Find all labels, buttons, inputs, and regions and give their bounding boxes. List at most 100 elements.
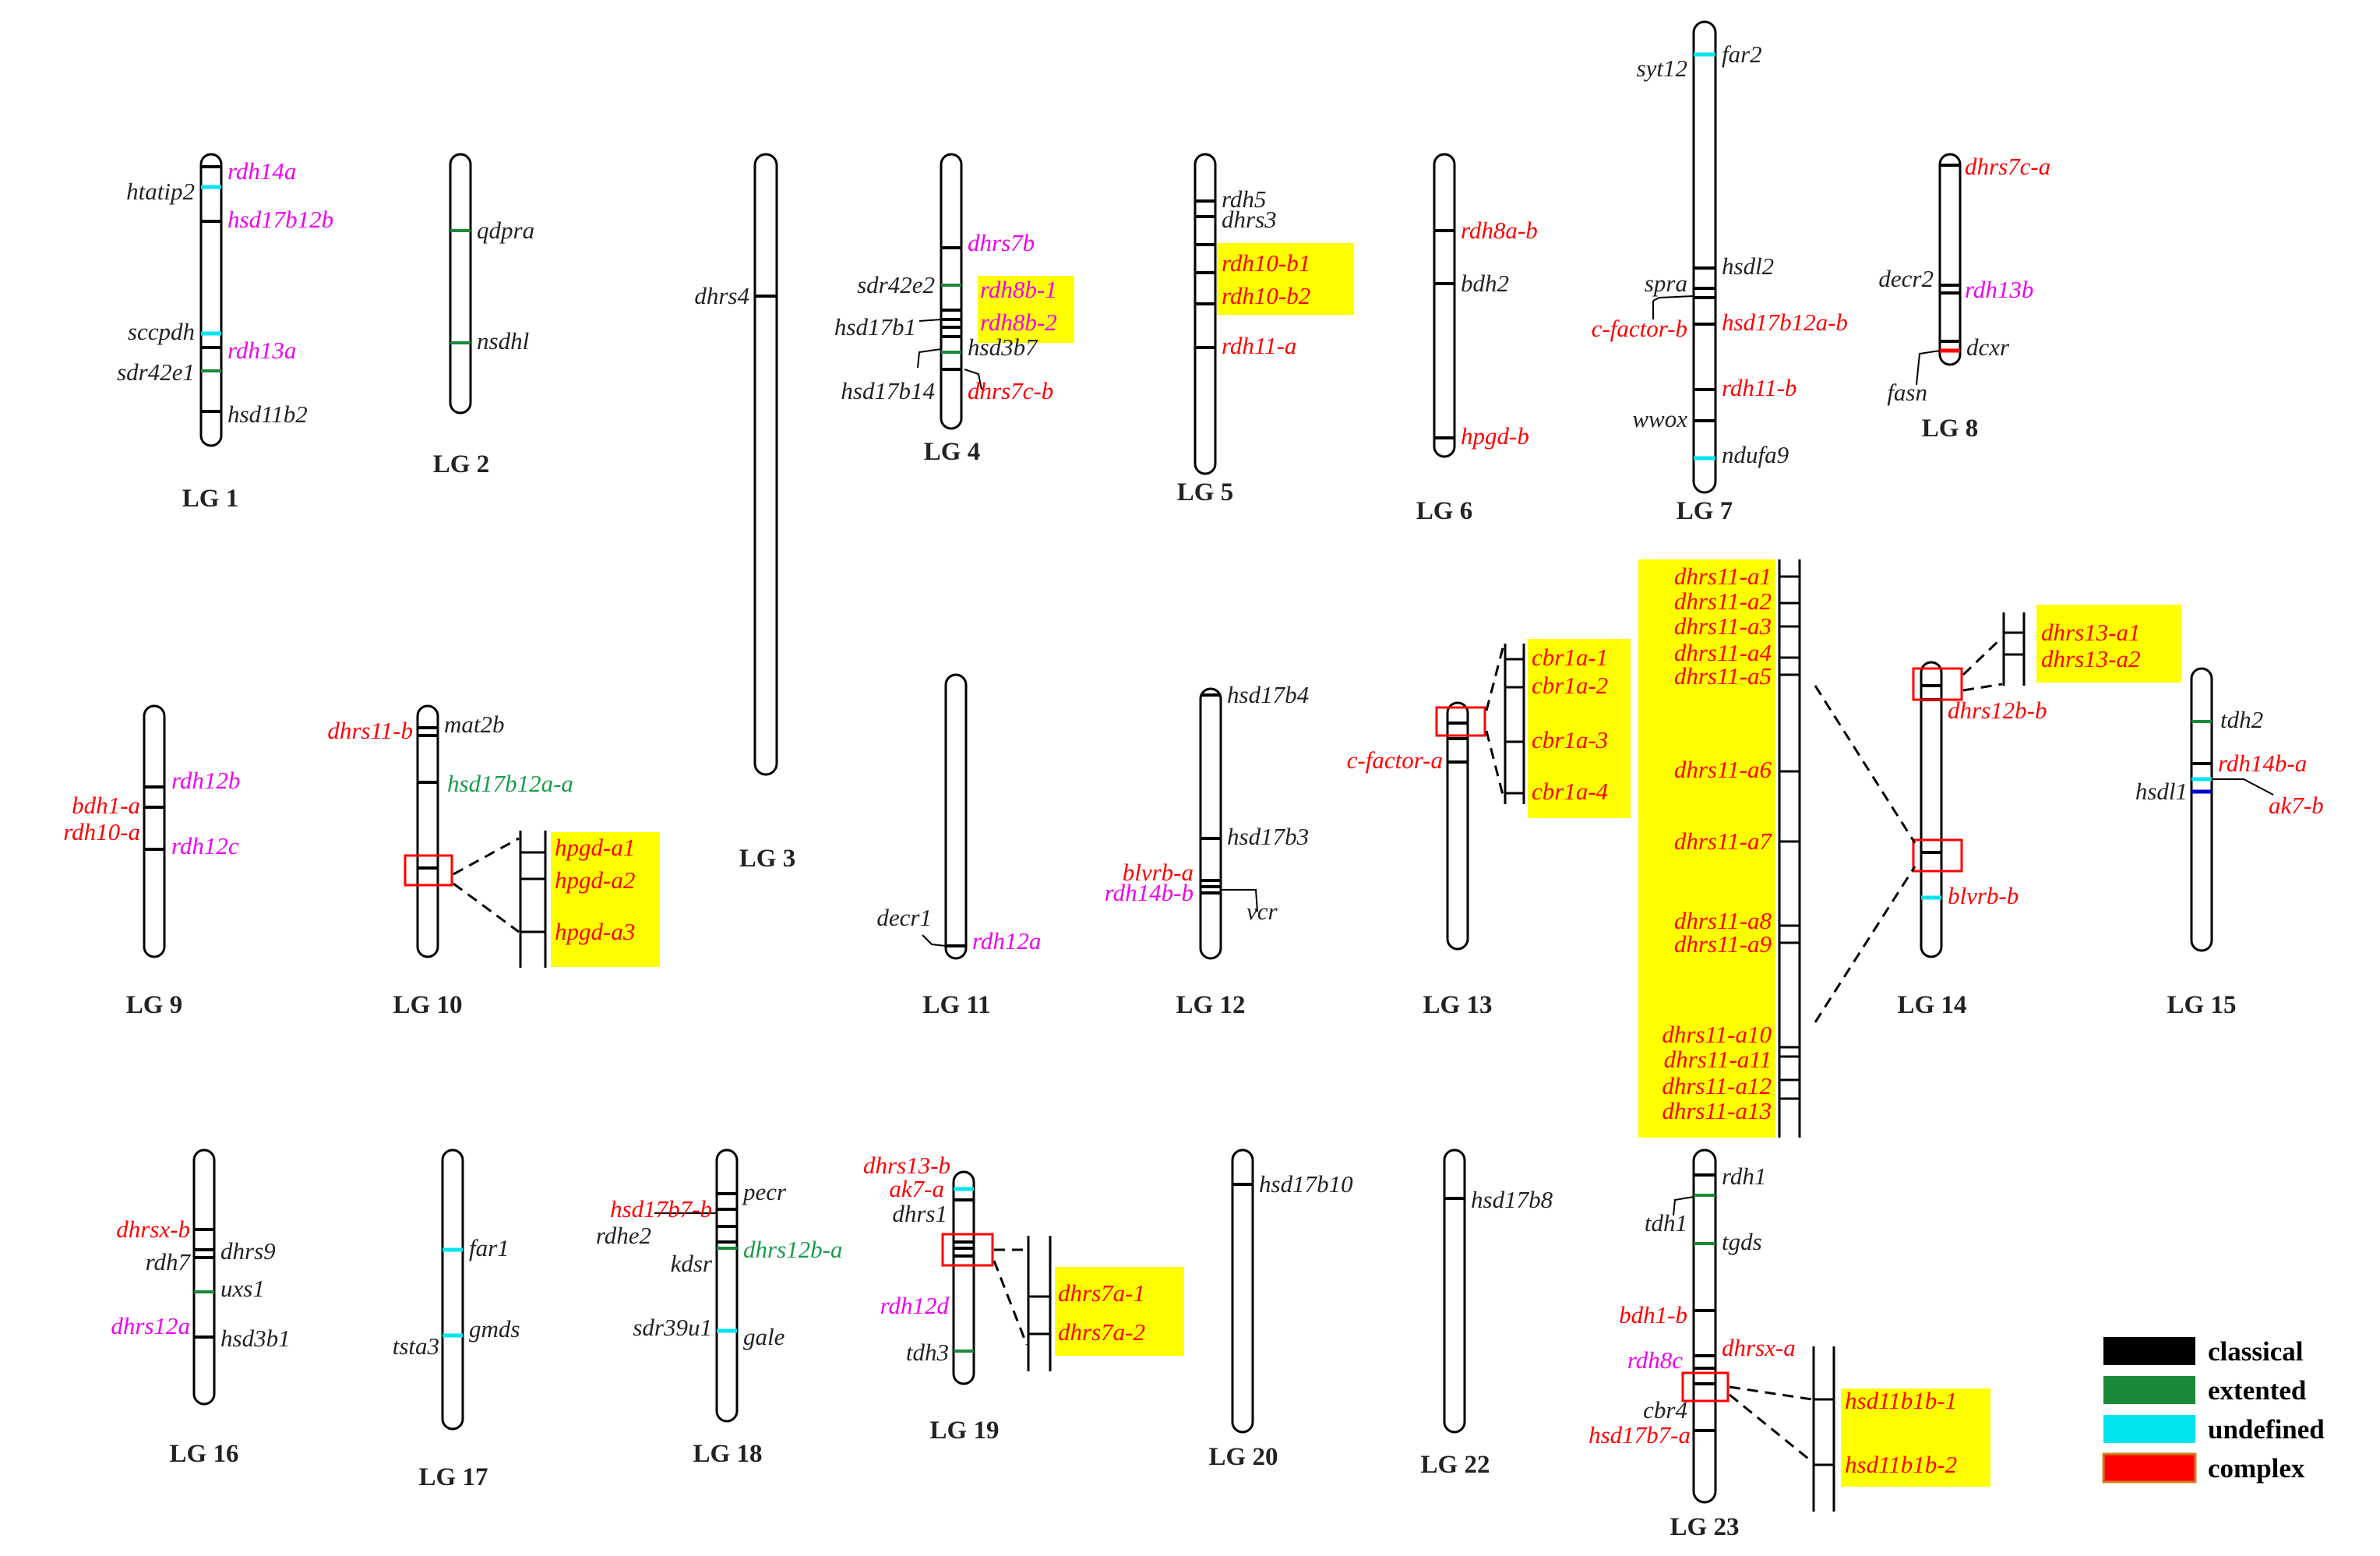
lg-label: LG 23 xyxy=(1670,1513,1740,1541)
gene-label: hsd17b12a-b xyxy=(1722,309,1848,336)
gene-label: rdh14b-a xyxy=(2218,750,2307,777)
lg-label: LG 18 xyxy=(693,1440,763,1468)
gene-label: hpgd-a3 xyxy=(555,918,635,945)
gene-label: tgds xyxy=(1722,1228,1762,1255)
lg-label: LG 10 xyxy=(393,991,463,1019)
gene-label: rdh11-a xyxy=(1222,332,1296,359)
lg-label: LG 16 xyxy=(170,1440,239,1468)
lg-label: LG 22 xyxy=(1421,1451,1490,1479)
gene-label: far1 xyxy=(469,1234,509,1261)
chromosome-lg14 xyxy=(1920,661,1943,958)
gene-label: ndufa9 xyxy=(1722,441,1789,468)
legend-label-undefined: undefined xyxy=(2208,1414,2325,1445)
highlight-lg5-rdh10 xyxy=(1217,243,1354,315)
expansion-ladders xyxy=(519,559,2026,1512)
gene-label: gale xyxy=(743,1323,785,1350)
gene-label: rdh12a xyxy=(972,927,1041,954)
legend-swatch-complex xyxy=(2102,1452,2197,1484)
gene-label: hsdl2 xyxy=(1722,252,1774,280)
lg-label: LG 13 xyxy=(1423,991,1493,1019)
lg-label: LG 12 xyxy=(1176,991,1246,1019)
gene-label: dhrs13-b xyxy=(863,1152,950,1179)
gene-label: pecr xyxy=(742,1178,787,1205)
labels-lg4: dhrs7b sdr42e2 rdh8b-1 hsd17b1 rdh8b-2 h… xyxy=(834,229,1057,404)
gene-label: hsd11b1b-1 xyxy=(1845,1387,1957,1414)
gene-label: rdh10-b1 xyxy=(1222,249,1310,277)
highlight-lg13-cbr1a xyxy=(1528,639,1631,818)
gene-label: hsd17b7-a xyxy=(1588,1421,1691,1448)
gene-label: hsd17b8 xyxy=(1471,1186,1553,1213)
labels-lg5: rdh5 dhrs3 rdh10-b1 rdh10-b2 rdh11-a xyxy=(1222,185,1310,359)
gene-label: gmds xyxy=(469,1315,520,1343)
gene-label: dhrs11-a9 xyxy=(1674,930,1772,958)
gene-label: rdh8b-1 xyxy=(980,276,1057,303)
gene-label: fasn xyxy=(1887,379,1927,406)
gene-label: rdh5 xyxy=(1222,185,1266,213)
chromosome-lg16 xyxy=(192,1148,216,1406)
labels-lg3: dhrs4 xyxy=(694,282,749,309)
gene-label: decr2 xyxy=(1878,265,1934,292)
highlight-lg23-hsd11b1b xyxy=(1841,1388,1990,1487)
gene-label: dhrs4 xyxy=(694,282,749,309)
chromosome-lg3 xyxy=(753,153,778,776)
labels-lg23: rdh1 tdh1 tgds bdh1-b rdh8c dhrsx-a cbr4… xyxy=(1588,1163,1957,1478)
gene-label: rdhe2 xyxy=(596,1222,651,1249)
labels-lg13: c-factor-a cbr1a-1 cbr1a-2 cbr1a-3 cbr1a… xyxy=(1347,644,1609,805)
gene-label: bdh1-a xyxy=(72,792,140,819)
highlight-lg19-dhrs7a xyxy=(1055,1267,1184,1356)
chromosome-lg20 xyxy=(1231,1148,1254,1434)
gene-label: dhrs3 xyxy=(1222,206,1277,233)
chromosome-lg5 xyxy=(1194,153,1217,475)
labels-lg10: dhrs11-b mat2b hsd17b12a-a hpgd-a1 hpgd-… xyxy=(327,711,635,945)
lg-label: LG 14 xyxy=(1898,991,1967,1019)
legend: classical extented undefined complex xyxy=(2102,1336,2325,1484)
leader-lines xyxy=(654,295,2274,1216)
gene-label: rdh1 xyxy=(1722,1163,1766,1190)
gene-label: bdh1-b xyxy=(1619,1301,1687,1328)
labels-lg19: dhrs13-b ak7-a dhrs1 rdh12d tdh3 dhrs7a-… xyxy=(863,1152,1145,1366)
gene-label: cbr1a-2 xyxy=(1532,672,1608,699)
gene-label: dhrs7c-b xyxy=(968,377,1053,404)
gene-label: hsdl1 xyxy=(2135,778,2188,805)
legend-label-classical: classical xyxy=(2208,1336,2304,1367)
gene-label: hsd3b1 xyxy=(220,1325,291,1352)
gene-label: kdsr xyxy=(671,1250,713,1277)
gene-label: rdh10-b2 xyxy=(1222,282,1310,309)
labels-lg6: rdh8a-b bdh2 hpgd-b xyxy=(1461,217,1538,450)
gene-label: spra xyxy=(1645,270,1687,297)
gene-label: htatip2 xyxy=(126,178,195,205)
gene-label: rdh11-b xyxy=(1722,374,1796,401)
labels-lg11: decr1 rdh12a xyxy=(876,904,1041,954)
chromosome-lg13 xyxy=(1446,701,1469,951)
lg-label: LG 8 xyxy=(1922,415,1978,443)
gene-label: rdh8a-b xyxy=(1461,217,1538,244)
gene-label: bdh2 xyxy=(1461,270,1509,297)
gene-label: sdr42e1 xyxy=(117,358,195,386)
gene-label: hpgd-a1 xyxy=(555,834,635,861)
chromosome-outlines xyxy=(143,20,2213,1504)
gene-label: nsdhl xyxy=(477,327,529,355)
gene-label: blvrb-a xyxy=(1123,859,1194,886)
gene-label: dhrs12a xyxy=(111,1312,190,1339)
legend-label-complex: complex xyxy=(2208,1453,2305,1484)
lg-label: LG 3 xyxy=(739,845,795,873)
labels-lg16: dhrsx-b dhrs9 rdh7 uxs1 dhrs12a hsd3b1 xyxy=(111,1216,290,1352)
chromosome-names: LG 1 LG 2 LG 3 LG 4 LG 5 LG 6 LG 7 LG 8 … xyxy=(126,415,2237,1541)
gene-label: dhrs11-a7 xyxy=(1674,827,1773,855)
highlight-lg4-rdh8b xyxy=(978,276,1074,343)
lg-label: LG 2 xyxy=(433,450,489,478)
chromosome-lg17 xyxy=(441,1148,464,1431)
gene-label: hsd17b1 xyxy=(834,313,916,340)
chromosome-lg7 xyxy=(1692,20,1717,494)
labels-lg7: syt12 far2 hsdl2 spra c-factor-b hsd17b1… xyxy=(1592,41,1848,468)
chromosome-lg4 xyxy=(940,153,963,430)
labels-lg1: rdh14a htatip2 hsd17b12b sccpdh rdh13a s… xyxy=(117,157,333,428)
gene-label: dhrs11-a3 xyxy=(1674,612,1772,640)
gene-label: hpgd-a2 xyxy=(555,866,635,894)
zoom-boxes xyxy=(404,667,1963,1403)
lg-label: LG 20 xyxy=(1209,1443,1278,1471)
highlight-boxes xyxy=(551,243,2181,1487)
labels-lg9: bdh1-a rdh12b rdh10-a rdh12c xyxy=(63,767,240,859)
gene-label: rdh8b-2 xyxy=(980,309,1057,336)
gene-label: far2 xyxy=(1722,41,1762,68)
